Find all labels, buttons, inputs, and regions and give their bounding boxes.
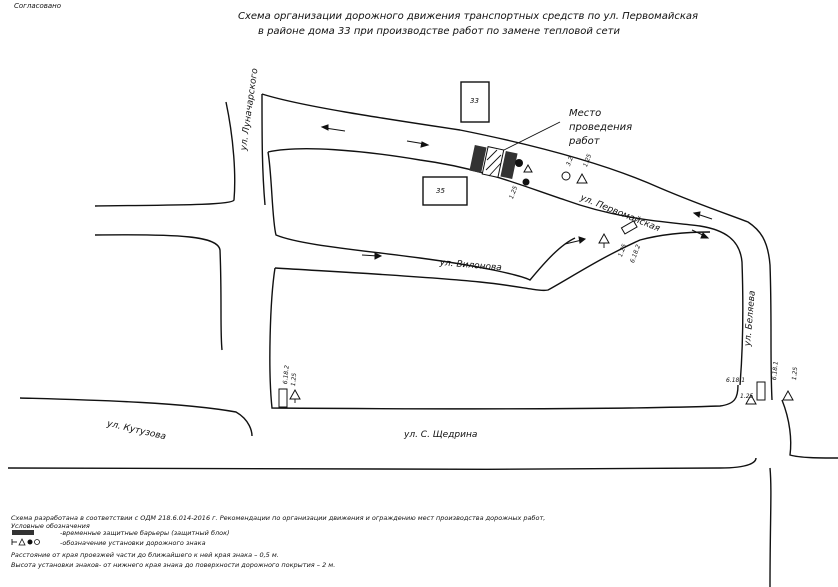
shchedrina-south-edge bbox=[7, 457, 757, 471]
warning-triangle-icon bbox=[289, 388, 301, 400]
notes-height: Высота установки знаков- от нижнего края… bbox=[11, 561, 336, 569]
circle-symbol-icon bbox=[27, 539, 33, 545]
building-33-label: 33 bbox=[470, 97, 479, 105]
work-area-label-3: работ bbox=[569, 136, 600, 147]
street-label-shchedrina: ул. С. Щедрина bbox=[404, 430, 478, 440]
work-area-leader-line bbox=[503, 121, 561, 151]
notes-line1: Схема разработана в соответствии с ОДМ 2… bbox=[11, 514, 546, 522]
approval-stamp: Согласовано bbox=[14, 2, 62, 10]
building-33 bbox=[460, 81, 490, 123]
sign-code-125-f: 1.25 bbox=[791, 366, 800, 381]
vilonova-south-edge bbox=[274, 231, 711, 292]
traffic-arrows bbox=[320, 124, 713, 260]
diagram-title-line1: Схема организации дорожного движения тра… bbox=[238, 11, 699, 22]
diagram-title-line2: в районе дома 33 при производстве работ … bbox=[258, 26, 620, 37]
lunacharskogo-west-edge bbox=[94, 101, 236, 207]
warning-triangle-icon bbox=[745, 393, 757, 405]
building-35 bbox=[422, 176, 468, 206]
prohibition-sign-icon bbox=[561, 171, 571, 181]
hatch bbox=[485, 154, 502, 171]
building-35-label: 35 bbox=[436, 187, 445, 195]
lunacharskogo-west-lower bbox=[94, 234, 223, 351]
work-area-label-1: Место bbox=[569, 108, 602, 119]
sign-group-vilonova bbox=[598, 220, 638, 248]
lunacharskogo-east-edge bbox=[261, 93, 266, 206]
barrier-block bbox=[500, 151, 518, 179]
circle-symbol-icon-2 bbox=[34, 539, 40, 545]
sign-code-125-e: 1.25 bbox=[740, 393, 754, 400]
belyaeva-east-edge bbox=[781, 399, 838, 459]
notes-distance: Расстояние от края проезжей части до бли… bbox=[11, 551, 279, 559]
pervomaiskaya-north-edge bbox=[261, 93, 773, 401]
legend-signs-text: -обозначение установки дорожного знака bbox=[60, 539, 206, 547]
blank-patch bbox=[650, 40, 838, 152]
work-area-label-2: проведения bbox=[569, 122, 633, 133]
arrowhead bbox=[374, 252, 383, 260]
hatch bbox=[488, 162, 502, 177]
detour-sign-icon bbox=[620, 220, 638, 235]
pervomaiskaya-south-edge bbox=[267, 148, 744, 386]
arrowhead bbox=[700, 232, 710, 239]
legend-barrier-text: -временные защитные барьеры (защитный бл… bbox=[60, 529, 230, 537]
south-block-outline bbox=[269, 267, 739, 410]
notes-legend-title: Условные обозначения bbox=[11, 522, 90, 530]
detour-sign-icon bbox=[756, 381, 766, 401]
warning-triangle-icon-2 bbox=[782, 389, 794, 401]
no-entry-sign-icon bbox=[515, 159, 523, 167]
roadworks-sign-icon bbox=[523, 163, 533, 173]
warning-triangle-icon bbox=[598, 232, 610, 244]
hatch bbox=[486, 149, 498, 161]
no-entry-sign-icon-2 bbox=[522, 178, 530, 186]
work-area bbox=[469, 145, 518, 179]
kutuzova-edge bbox=[19, 397, 253, 437]
sign-group-right bbox=[745, 381, 794, 405]
arrowhead bbox=[420, 141, 430, 148]
sign-code-6181-a: 6.18.1 bbox=[726, 377, 746, 384]
detour-sign-icon bbox=[278, 388, 288, 408]
belyaeva-lower-edge bbox=[769, 467, 772, 587]
arrowhead bbox=[320, 124, 329, 131]
triangle-symbol-icon bbox=[18, 538, 26, 546]
sign-group-work-area bbox=[515, 159, 588, 186]
sign-group-left bbox=[278, 388, 301, 408]
sign-code-125-d: 1.25 bbox=[290, 372, 299, 387]
arrowhead bbox=[692, 211, 701, 218]
legend-barrier-symbol bbox=[12, 530, 34, 535]
barrier-block bbox=[469, 145, 487, 173]
legend-sign-symbols bbox=[11, 538, 40, 546]
warning-triangle-icon bbox=[576, 172, 588, 184]
inner-block-outline bbox=[267, 151, 576, 281]
arrowhead bbox=[578, 236, 587, 244]
